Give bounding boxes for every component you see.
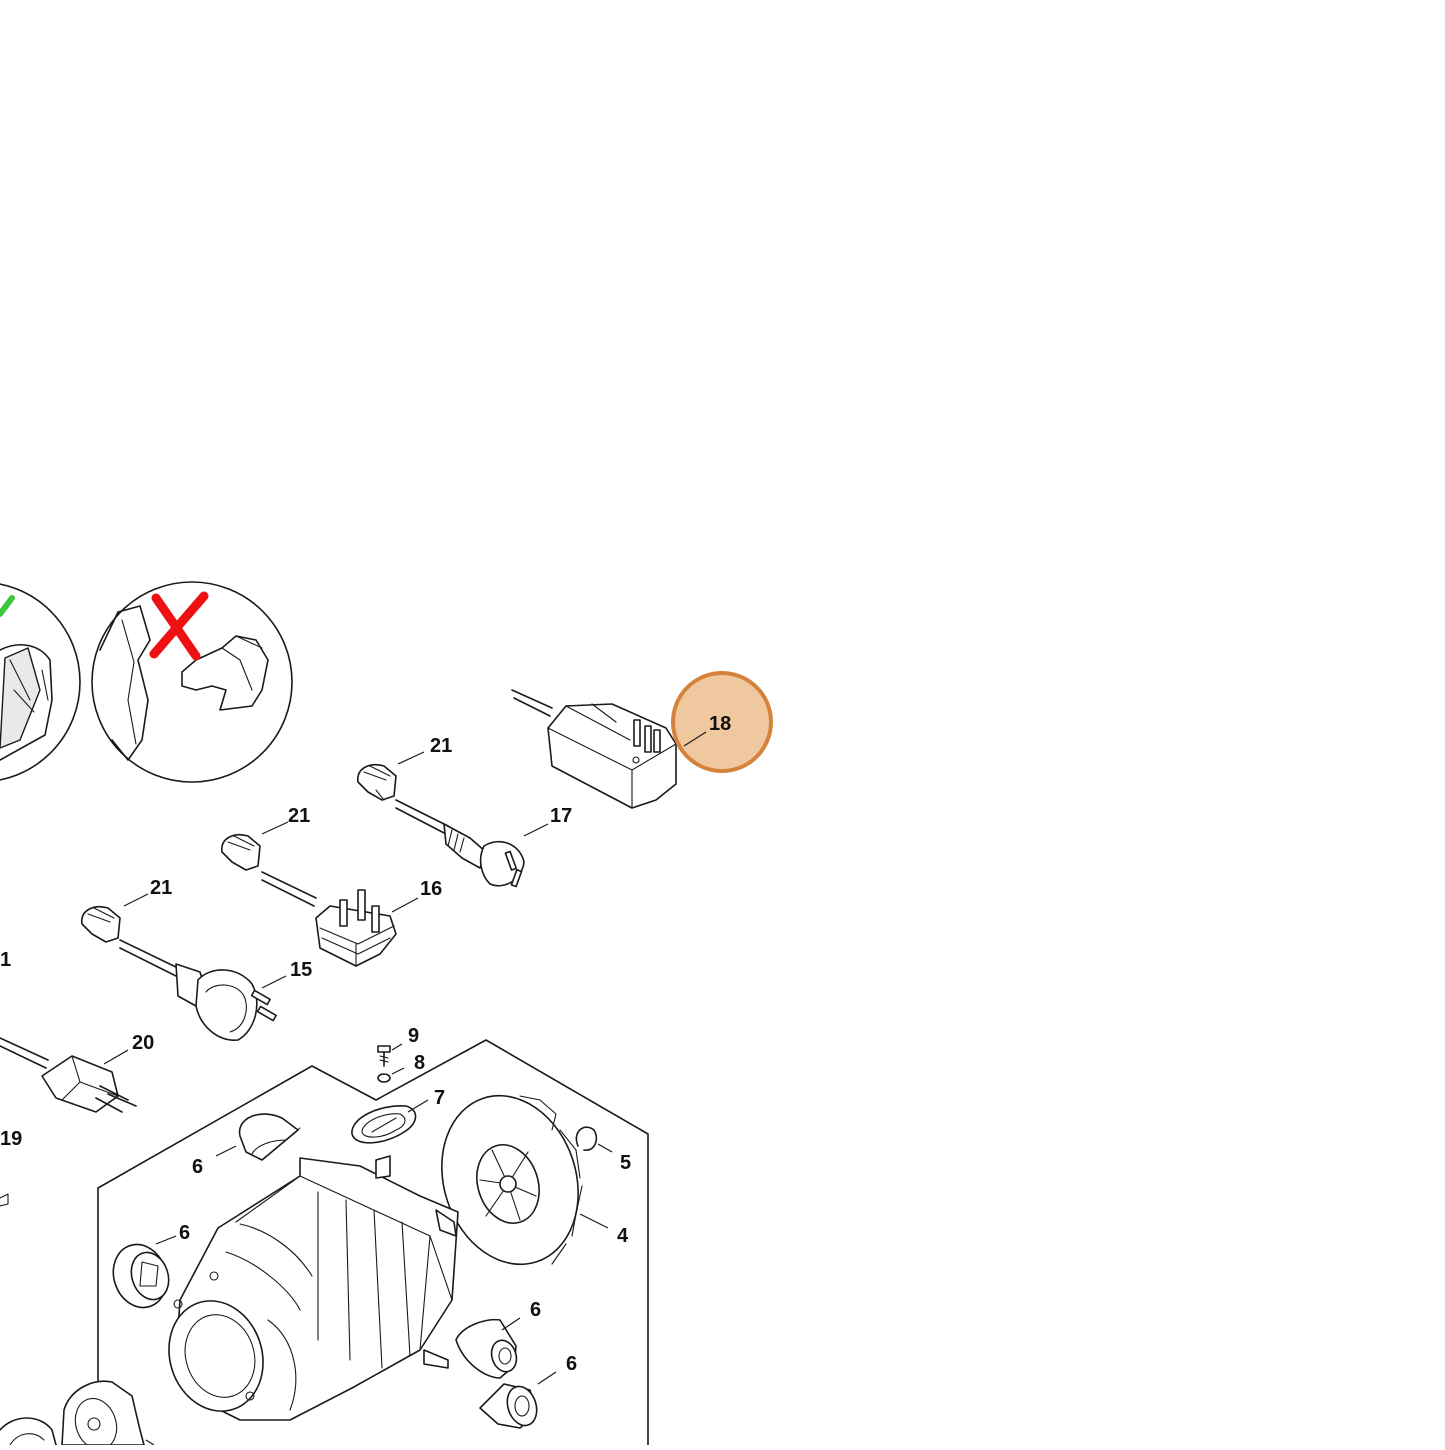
- callout-label-4[interactable]: 4: [617, 1225, 629, 1247]
- callout-label-6-right-lower[interactable]: 6: [566, 1353, 577, 1375]
- callout-label-20[interactable]: 20: [132, 1032, 154, 1054]
- callout-label-6-left[interactable]: 6: [179, 1222, 190, 1244]
- callout-label-16[interactable]: 16: [420, 878, 442, 900]
- bearing-part-6-right-lower: [479, 1383, 538, 1429]
- callout-label-17[interactable]: 17: [550, 805, 572, 827]
- plug-part-16: [261, 871, 397, 967]
- callout-label-9[interactable]: 9: [408, 1025, 419, 1047]
- detail-incorrect-inset: [91, 581, 293, 783]
- plug-part-15: [119, 939, 277, 1041]
- callout-label-21-middle[interactable]: 21: [288, 805, 310, 827]
- highlight-callout-18[interactable]: 18: [671, 671, 773, 773]
- detail-correct-inset: [0, 583, 81, 781]
- callout-label-15[interactable]: 15: [290, 959, 312, 981]
- callout-label-6-right-upper[interactable]: 6: [530, 1299, 541, 1321]
- cable-clip-part-21-top: [357, 764, 397, 801]
- callout-label-6-upper[interactable]: 6: [192, 1156, 203, 1178]
- cross-mark-icon: [149, 591, 209, 661]
- callout-label-21-top[interactable]: 21: [430, 735, 452, 757]
- check-mark-icon: [0, 595, 15, 617]
- power-adapter-part-18: [511, 689, 677, 809]
- cable-clip-part-21-middle: [221, 834, 261, 871]
- callout-label-1[interactable]: 1: [0, 949, 11, 971]
- gasket-part-7: [351, 1105, 417, 1144]
- bearing-part-6-right-upper: [455, 1318, 518, 1379]
- cable-clip-part-21-lower: [81, 906, 121, 943]
- callout-label-5[interactable]: 5: [620, 1152, 631, 1174]
- fan-part-4: [441, 1094, 583, 1266]
- end-cap-part-lower-left: [0, 1380, 155, 1450]
- screw-part-9: [377, 1045, 391, 1067]
- bearing-part-6-upper: [238, 1113, 301, 1161]
- plug-part-17: [395, 799, 525, 888]
- plug-part-20: [0, 1037, 137, 1113]
- callout-label-21-lower[interactable]: 21: [150, 877, 172, 899]
- callout-label-8[interactable]: 8: [414, 1052, 425, 1074]
- callout-label-7[interactable]: 7: [434, 1087, 445, 1109]
- washer-part-8: [377, 1073, 391, 1083]
- circlip-part-5: [575, 1126, 598, 1151]
- bearing-part-6-left: [112, 1243, 170, 1309]
- motor-housing: [168, 1155, 459, 1421]
- callout-label-18: 18: [709, 713, 731, 735]
- callout-label-19[interactable]: 19: [0, 1128, 22, 1150]
